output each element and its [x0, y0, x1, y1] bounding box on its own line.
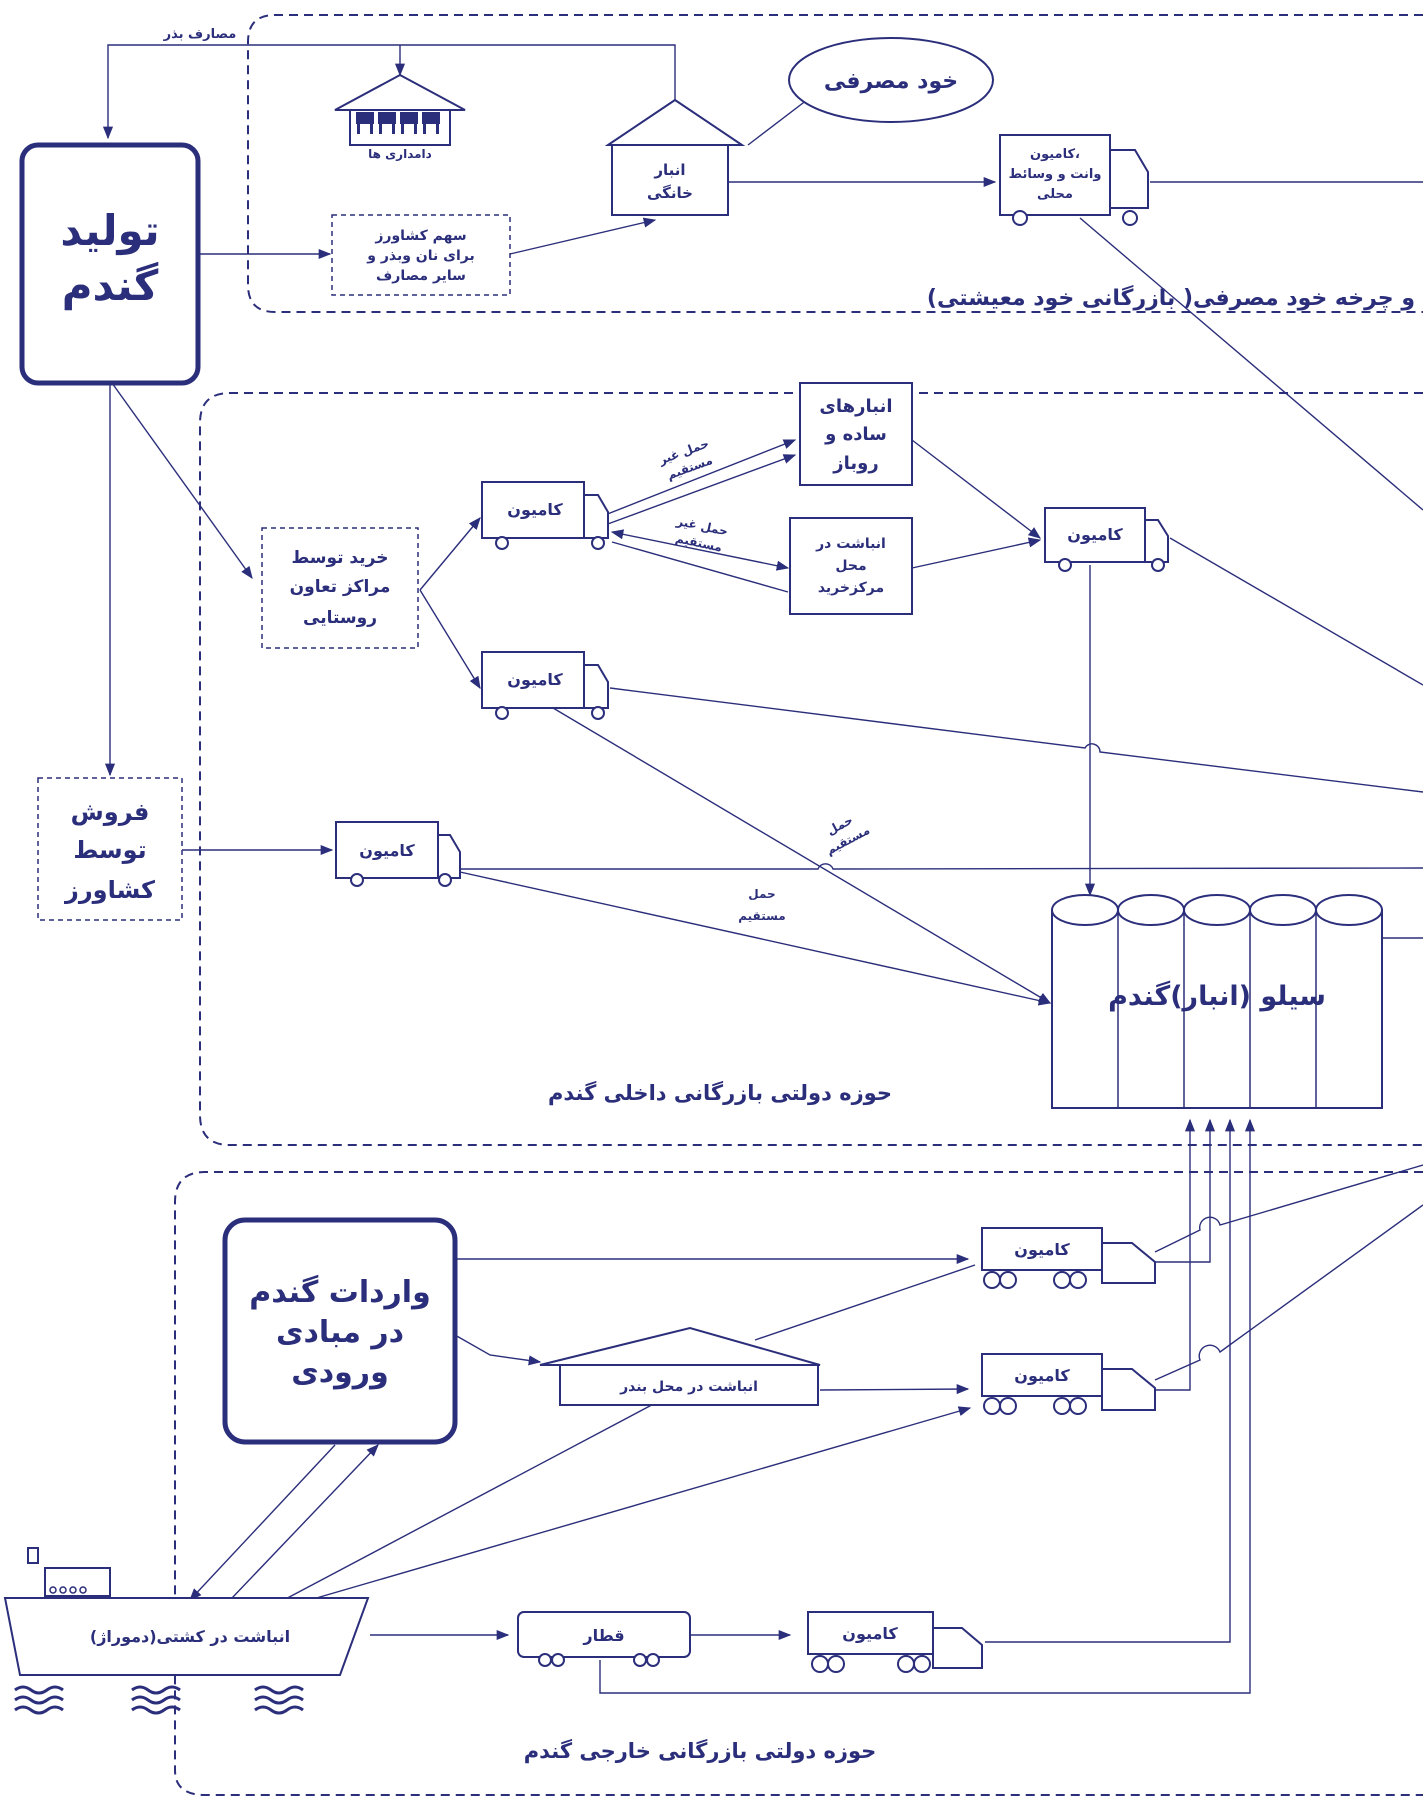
port-pile-label: انباشت در محل بندر: [619, 1379, 758, 1395]
truck-farmer-label: کامیون: [359, 841, 415, 860]
self-consumption-label: خود مصرفی: [824, 69, 958, 94]
livestock-label: دامداری ها: [368, 147, 432, 161]
truck-train: کامیون: [808, 1612, 982, 1672]
svg-text:حمل: حمل: [748, 887, 775, 901]
farmer-sale-label-1: فروش: [71, 798, 150, 826]
farmer-sale-label-3: کشاورز: [64, 876, 155, 904]
ship: انباشت در کشتی(دموراژ): [5, 1548, 368, 1713]
livestock-barn: دامداری ها: [335, 75, 465, 161]
self-cycle-title: و چرخه خود مصرفی( بازرگانی خود معیشتی): [927, 284, 1415, 311]
collection-pile-box: انباشت در محل مرکزخرید: [790, 518, 912, 614]
truck-import-1-label: کامیون: [1014, 1240, 1070, 1259]
foreign-zone-title: حوزه دولتی بازرگانی خارجی گندم: [524, 1738, 877, 1763]
indirect-transport-label-a: حمل غیر مستقیم: [656, 436, 717, 483]
farmer-sale-box: فروش توسط کشاورز: [38, 778, 182, 920]
farmer-share-box: سهم کشاورز برای نان وبذر و سایر مصارف: [332, 215, 510, 295]
home-storage-label-2: خانگی: [647, 184, 693, 202]
ship-label: انباشت در کشتی(دموراژ): [90, 1627, 290, 1646]
simple-storage-label-3: روباز: [832, 453, 878, 474]
truck-train-label: کامیون: [842, 1624, 898, 1643]
truck-import-1: کامیون: [982, 1228, 1155, 1288]
truck-collection-label: کامیون: [1067, 525, 1123, 544]
home-storage-label-1: انبار: [653, 161, 685, 179]
local-truck: کامیون، وانت و وسائط محلی: [1000, 135, 1148, 225]
imports-label-1: واردات گندم: [249, 1274, 430, 1310]
imports-box: واردات گندم در مبادی ورودی: [225, 1220, 455, 1442]
indirect-transport-label-b: حمل غیر مستقیم: [671, 514, 729, 555]
collection-pile-label-3: مرکزخرید: [818, 580, 884, 596]
truck-coop-2: کامیون: [482, 652, 608, 719]
port-pile: انباشت در محل بندر: [540, 1328, 820, 1405]
imports-label-3: ورودی: [291, 1355, 388, 1390]
truck-coop-1-label: کامیون: [507, 500, 563, 519]
farmer-share-label-2: برای نان وبذر و: [366, 248, 475, 264]
home-storage: انبار خانگی: [608, 100, 742, 215]
svg-text:مستقیم: مستقیم: [738, 909, 785, 923]
simple-storage-label-1: انبارهای: [819, 396, 892, 417]
seed-cost-label: مصارف بذر: [163, 27, 237, 42]
coop-purchase-label-1: خرید توسط: [292, 548, 389, 568]
coop-purchase-box: خرید توسط مراکز تعاون روستایی: [262, 528, 418, 648]
simple-storage-label-2: ساده و: [824, 424, 887, 445]
self-consumption-node: خود مصرفی: [789, 38, 993, 122]
direct-transport-label-b: حمل مستقیم: [738, 887, 785, 923]
truck-farmer: کامیون: [336, 822, 460, 886]
production-label-1: تولید: [60, 206, 159, 256]
farmer-sale-label-2: توسط: [73, 836, 146, 864]
collection-pile-label-2: محل: [835, 558, 866, 574]
production-label-2: گندم: [62, 261, 159, 311]
simple-storage-box: انبارهای ساده و روباز: [800, 383, 912, 485]
wave-icon: [15, 1687, 303, 1713]
domestic-zone-title: حوزه دولتی بازرگانی داخلی گندم: [548, 1080, 892, 1105]
coop-purchase-label-3: روستایی: [303, 608, 377, 628]
farmer-share-label-3: سایر مصارف: [376, 268, 466, 284]
direct-transport-label-a: حمل مستقیم: [816, 808, 872, 858]
production-box: تولید گندم: [22, 145, 198, 383]
truck-collection: کامیون: [1045, 508, 1168, 571]
silo: سیلو (انبار)گندم: [1052, 895, 1382, 1108]
truck-coop-2-label: کامیون: [507, 670, 563, 689]
truck-coop-1: کامیون: [482, 482, 608, 549]
truck-import-2: کامیون: [982, 1354, 1155, 1414]
coop-purchase-label-2: مراکز تعاون: [290, 577, 391, 597]
train-label: قطار: [582, 1626, 624, 1645]
farmer-share-label-1: سهم کشاورز: [374, 228, 466, 244]
silo-label: سیلو (انبار)گندم: [1108, 980, 1326, 1012]
local-truck-label-2: وانت و وسائط: [1009, 167, 1102, 182]
imports-label-2: در مبادی: [276, 1315, 404, 1350]
truck-import-2-label: کامیون: [1014, 1366, 1070, 1385]
local-truck-label-1: کامیون،: [1030, 147, 1080, 162]
collection-pile-label-1: انباشت در: [815, 536, 886, 552]
local-truck-label-3: محلی: [1037, 187, 1073, 202]
train: قطار: [518, 1612, 690, 1666]
